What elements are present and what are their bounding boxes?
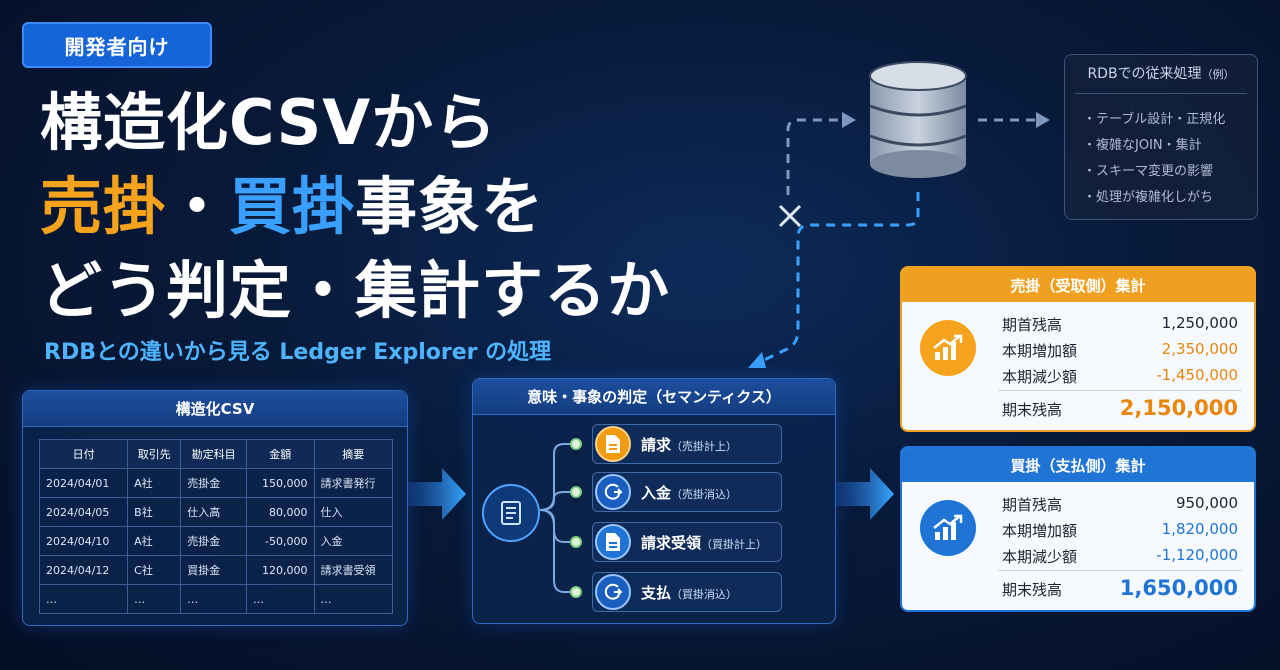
semantic-item-label: 請求（売掛計上） — [641, 435, 738, 454]
semantic-item-label: 支払（買掛消込） — [641, 583, 738, 602]
table-cell: 2024/04/10 — [38, 526, 129, 556]
semantic-item-invoice: 請求（売掛計上） — [592, 424, 782, 464]
csv-panel-title: 構造化CSV — [23, 391, 407, 427]
table-cell: 80,000 — [246, 497, 315, 527]
semantic-item-payment: 支払（買掛消込） — [592, 572, 782, 612]
table-cell: … — [180, 584, 247, 614]
divider — [998, 390, 1242, 391]
title-line-3: どう判定・集計するか — [40, 254, 671, 327]
semantic-item-invoice-received: 請求受領（買掛計上） — [592, 522, 782, 562]
table-cell: 入金 — [313, 526, 393, 556]
column-header: 金額 — [246, 439, 315, 469]
column-header: 摘要 — [313, 439, 393, 469]
receivable-card-title: 売掛（受取側）集計 — [902, 268, 1254, 302]
table-row: 2024/04/10 A社 売掛金 -50,000 入金 — [38, 526, 393, 556]
table-cell: C社 — [127, 555, 182, 585]
node-dot — [570, 586, 582, 598]
divider — [998, 570, 1242, 571]
table-cell: A社 — [127, 526, 182, 556]
column-header: 勘定科目 — [180, 439, 247, 469]
table-cell: … — [313, 584, 393, 614]
database-icon — [869, 61, 967, 178]
table-cell: 請求書受領 — [313, 555, 393, 585]
table-cell: A社 — [127, 468, 182, 498]
rdb-traditional-box: RDBでの従来処理（例） ・テーブル設計・正規化 ・複雑なJOIN・集計 ・スキ… — [1064, 54, 1258, 220]
growth-chart-icon — [920, 500, 976, 556]
column-header: 日付 — [38, 439, 129, 469]
table-row: 2024/04/12 C社 買掛金 120,000 請求書受領 — [38, 555, 393, 585]
tree-lines — [540, 443, 574, 593]
table-row: … … … … … — [38, 584, 393, 614]
cross-icon — [778, 204, 802, 228]
rdb-title: RDBでの従来処理（例） — [1087, 66, 1235, 82]
title-separator: ・ — [166, 170, 230, 243]
table-cell: 請求書発行 — [313, 468, 393, 498]
table-cell: … — [38, 584, 129, 614]
audience-badge: 開発者向け — [22, 22, 212, 68]
semantic-item-label: 入金（売掛消込） — [641, 483, 738, 502]
table-row: 2024/04/05 B社 仕入高 80,000 仕入 — [38, 497, 393, 527]
table-cell: 2024/04/05 — [38, 497, 129, 527]
csv-table: 日付 取引先 勘定科目 金額 摘要 2024/04/01 A社 売掛金 150,… — [38, 439, 393, 614]
table-cell: … — [127, 584, 182, 614]
document-icon — [595, 426, 631, 462]
table-cell: -50,000 — [246, 526, 315, 556]
semantic-item-receipt: 入金（売掛消込） — [592, 472, 782, 512]
csv-panel: 構造化CSV 日付 取引先 勘定科目 金額 摘要 2024/04/01 A社 売… — [22, 390, 408, 626]
summary-row: 本期減少額-1,450,000 — [1002, 366, 1238, 386]
document-hub-icon — [482, 484, 540, 542]
table-header-row: 日付 取引先 勘定科目 金額 摘要 — [38, 439, 393, 469]
payable-card-title: 買掛（支払側）集計 — [902, 448, 1254, 482]
flow-arrow-icon — [408, 468, 466, 520]
list-item: ・複雑なJOIN・集計 — [1083, 138, 1202, 153]
list-item: ・スキーマ変更の影響 — [1083, 164, 1214, 179]
title-events: 事象を — [355, 170, 545, 243]
title-payable: 買掛 — [229, 170, 356, 243]
summary-row: 本期減少額-1,120,000 — [1002, 546, 1238, 566]
semantics-panel-title: 意味・事象の判定（セマンティクス） — [473, 379, 835, 415]
table-cell: 120,000 — [246, 555, 315, 585]
list-item: ・テーブル設計・正規化 — [1083, 112, 1226, 127]
table-cell: … — [246, 584, 315, 614]
title-line-1: 構造化CSVから — [40, 86, 498, 159]
divider — [1075, 93, 1247, 94]
table-cell: 2024/04/12 — [38, 555, 129, 585]
subtitle: RDBとの違いから見る Ledger Explorer の処理 — [44, 340, 552, 365]
node-dot — [570, 438, 582, 450]
semantic-item-label: 請求受領（買掛計上） — [641, 533, 768, 552]
column-header: 取引先 — [127, 439, 182, 469]
node-dot — [570, 486, 582, 498]
table-cell: 2024/04/01 — [38, 468, 129, 498]
document-icon — [595, 524, 631, 560]
table-cell: B社 — [127, 497, 182, 527]
table-cell: 買掛金 — [180, 555, 247, 585]
growth-chart-icon — [920, 320, 976, 376]
node-dot — [570, 536, 582, 548]
rdb-list: ・テーブル設計・正規化 ・複雑なJOIN・集計 ・スキーマ変更の影響 ・処理が複… — [1083, 107, 1225, 211]
title-receivable: 売掛 — [40, 170, 167, 243]
title-line-2: 売掛・買掛事象を — [40, 172, 544, 242]
table-cell: 150,000 — [246, 468, 315, 498]
exchange-icon — [595, 574, 631, 610]
list-item: ・処理が複雑化しがち — [1083, 190, 1214, 205]
table-cell: 売掛金 — [180, 526, 247, 556]
table-cell: 仕入高 — [180, 497, 247, 527]
exchange-icon — [595, 474, 631, 510]
table-cell: 売掛金 — [180, 468, 247, 498]
table-row: 2024/04/01 A社 売掛金 150,000 請求書発行 — [38, 468, 393, 498]
table-cell: 仕入 — [313, 497, 393, 527]
flow-arrow-icon — [836, 468, 894, 520]
